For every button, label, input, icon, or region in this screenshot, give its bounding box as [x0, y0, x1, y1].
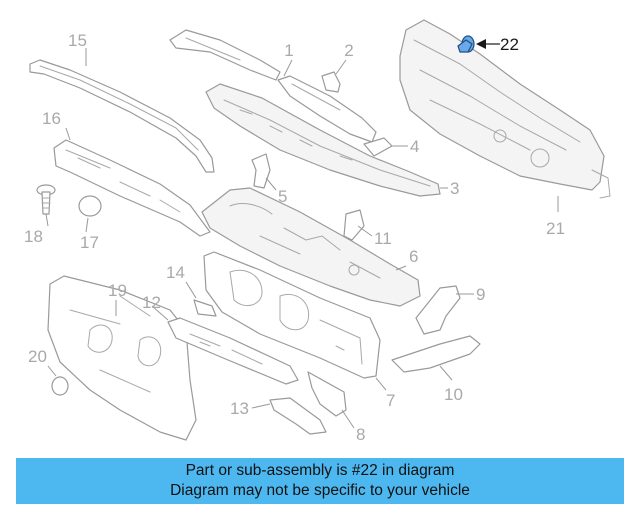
callout-8: 8 [356, 425, 365, 444]
part-9 [415, 285, 461, 335]
part-6 [201, 187, 421, 307]
callout-17: 17 [80, 233, 99, 252]
part-21 [399, 19, 611, 199]
callout-19: 19 [108, 281, 127, 300]
callout-9: 9 [476, 285, 485, 304]
part-17-plug [78, 195, 102, 217]
callout-1: 1 [284, 41, 293, 60]
callout-4: 4 [410, 137, 419, 156]
callout-labels: 1 2 3 4 5 6 7 8 9 10 11 12 13 14 15 16 1… [24, 31, 565, 444]
parts-diagram: 1 2 3 4 5 6 7 8 9 10 11 12 13 14 15 16 1… [24, 19, 611, 444]
callout-20: 20 [28, 347, 47, 366]
part-11 [343, 209, 365, 241]
callout-6: 6 [409, 247, 418, 266]
part-2 [321, 71, 341, 93]
callout-13: 13 [230, 399, 249, 418]
part-12 [167, 317, 299, 385]
part-19 [47, 275, 197, 441]
part-7 [203, 251, 381, 379]
banner-line-2: Diagram may not be specific to your vehi… [170, 482, 470, 499]
part-1 [169, 29, 377, 143]
callout-16: 16 [42, 109, 61, 128]
part-18-screw [36, 184, 56, 215]
part-10 [391, 335, 481, 373]
callout-14: 14 [166, 263, 185, 282]
info-banner: Part or sub-assembly is #22 in diagram D… [16, 458, 624, 504]
part-15 [29, 59, 215, 173]
callout-22[interactable]: 22 [500, 35, 519, 54]
callout-18: 18 [24, 227, 43, 246]
callout-15: 15 [68, 31, 87, 50]
callout-2: 2 [344, 41, 353, 60]
part-13 [269, 397, 327, 435]
callout-21: 21 [546, 219, 565, 238]
leader-lines [45, 48, 559, 429]
part-14 [193, 299, 217, 317]
callout-11: 11 [374, 229, 392, 248]
part-5 [251, 153, 271, 189]
part-16 [53, 139, 211, 237]
callout-10: 10 [444, 385, 463, 404]
callout-5: 5 [278, 187, 287, 206]
callout-3: 3 [450, 179, 459, 198]
callout-7: 7 [386, 391, 395, 410]
banner-line-1: Part or sub-assembly is #22 in diagram [185, 462, 455, 479]
part-3 [205, 83, 441, 197]
leader-22 [476, 39, 500, 49]
part-20-grommet [51, 376, 69, 396]
callout-12: 12 [142, 293, 161, 312]
part-8 [307, 371, 347, 417]
part-22-clip[interactable] [457, 35, 475, 53]
